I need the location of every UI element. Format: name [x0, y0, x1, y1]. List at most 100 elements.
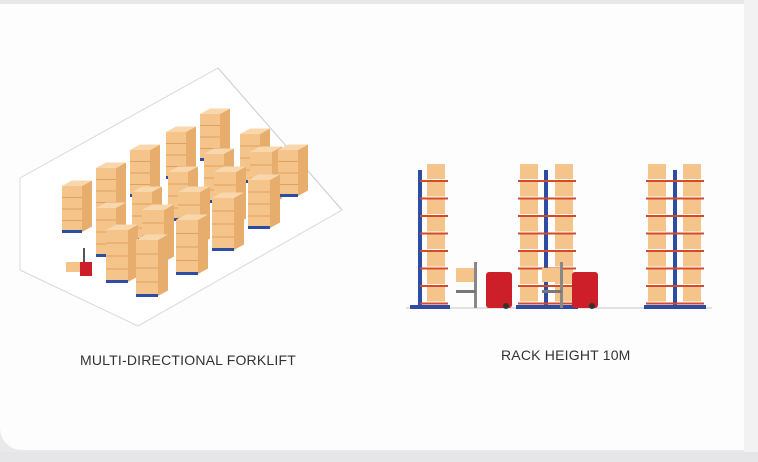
forklift-load — [66, 262, 80, 272]
rack-beam — [518, 302, 576, 305]
pallet-box — [648, 216, 666, 232]
rack-top-face — [166, 126, 196, 132]
rack-top-face — [212, 192, 244, 198]
rack-side-face — [158, 234, 168, 296]
rack-side-face — [220, 108, 230, 160]
rack-beam — [646, 267, 704, 270]
rack-beam — [420, 302, 448, 305]
rack-top-face — [96, 202, 126, 208]
rack-beam — [420, 285, 448, 287]
truck-body — [572, 272, 598, 308]
rack-beam — [518, 285, 576, 287]
rack-beam — [646, 197, 704, 200]
pallet-box — [555, 199, 573, 214]
rack-beam — [646, 180, 704, 182]
pallet-box — [555, 286, 573, 302]
pallet-box — [427, 269, 445, 284]
rack-block — [62, 180, 92, 233]
rack-top-face — [130, 144, 160, 150]
caption-multi-directional-forklift: MULTI-DIRECTIONAL FORKLIFT — [80, 352, 296, 368]
pallet-box — [683, 234, 701, 249]
truck-forks — [456, 290, 476, 293]
rack-base-beam — [106, 280, 128, 283]
rack-beam — [646, 232, 704, 235]
rack-top-face — [136, 234, 168, 240]
frame-edge-right — [744, 0, 758, 462]
rack-block — [278, 144, 308, 197]
truck-mast — [474, 262, 477, 308]
rack-base-beam — [62, 230, 82, 233]
rack-beam — [518, 180, 576, 182]
rack-top-face — [142, 204, 174, 210]
pallet-box — [427, 164, 445, 179]
rack-side-face — [150, 144, 160, 196]
rack-beam — [420, 180, 448, 182]
rack-base-foot — [516, 305, 578, 309]
rack-top-face — [250, 146, 282, 152]
pallet-box — [520, 181, 538, 197]
rack-block — [248, 174, 280, 229]
rack-top-face — [132, 186, 162, 192]
pallet-box — [520, 199, 538, 214]
rack-top-face — [106, 224, 138, 230]
rack-beam — [420, 267, 448, 270]
rack-block — [106, 224, 138, 283]
rack-top-face — [96, 162, 126, 168]
rack-beam — [518, 250, 576, 252]
rack-top-face — [204, 148, 234, 154]
rack-beam — [646, 215, 704, 217]
rack-top-face — [168, 166, 198, 172]
pallet-box — [520, 234, 538, 249]
rack-beam — [420, 197, 448, 200]
rack-base-beam — [248, 226, 270, 229]
pallet-box — [648, 199, 666, 214]
forklift-body — [80, 262, 92, 276]
rack-side-face — [186, 126, 196, 178]
pallet-box — [520, 216, 538, 232]
pallet-box — [683, 269, 701, 284]
pallet-box — [683, 199, 701, 214]
rack-block — [130, 144, 160, 197]
rack-top-face — [62, 180, 92, 186]
rack-top-face — [248, 174, 280, 180]
rack-beam — [518, 197, 576, 200]
pallet-box — [648, 181, 666, 197]
caption-rack-height: RACK HEIGHT 10M — [501, 347, 631, 363]
rack-top-face — [240, 128, 270, 134]
pallet-box — [520, 251, 538, 267]
truck-mast — [560, 262, 563, 308]
pallet-box — [648, 286, 666, 302]
rack-block — [212, 192, 244, 251]
pallet-box — [520, 164, 538, 179]
rack-beam — [420, 215, 448, 217]
rack-base-beam — [278, 194, 298, 197]
pallet-box — [683, 251, 701, 267]
truck-forks — [542, 290, 562, 293]
rack-upright — [418, 170, 422, 308]
pallet-box — [427, 286, 445, 302]
rack-beam — [420, 232, 448, 235]
rack-base-foot — [410, 305, 450, 309]
pallet-box — [427, 251, 445, 267]
truck-wheel — [503, 303, 509, 309]
rack-upright — [673, 170, 677, 308]
rack-beam — [518, 215, 576, 217]
pallet-box — [555, 164, 573, 179]
rack-beam — [518, 232, 576, 235]
rack-base-beam — [176, 272, 198, 275]
frame-edge-bottom — [0, 452, 758, 462]
rack-block — [176, 214, 208, 275]
pallet-box — [648, 269, 666, 284]
isometric-warehouse-illustration — [19, 67, 343, 327]
truck-body — [486, 272, 512, 308]
rack-side-face — [234, 192, 244, 250]
truck-load — [542, 268, 560, 282]
pallet-box — [555, 216, 573, 232]
rack-beam — [646, 285, 704, 287]
rack-top-face — [200, 108, 230, 114]
rack-side-face — [270, 174, 280, 228]
rack-beam — [646, 302, 704, 305]
rack-top-face — [214, 166, 246, 172]
rack-elevation-illustration — [406, 164, 712, 309]
rack-base-beam — [212, 248, 234, 251]
